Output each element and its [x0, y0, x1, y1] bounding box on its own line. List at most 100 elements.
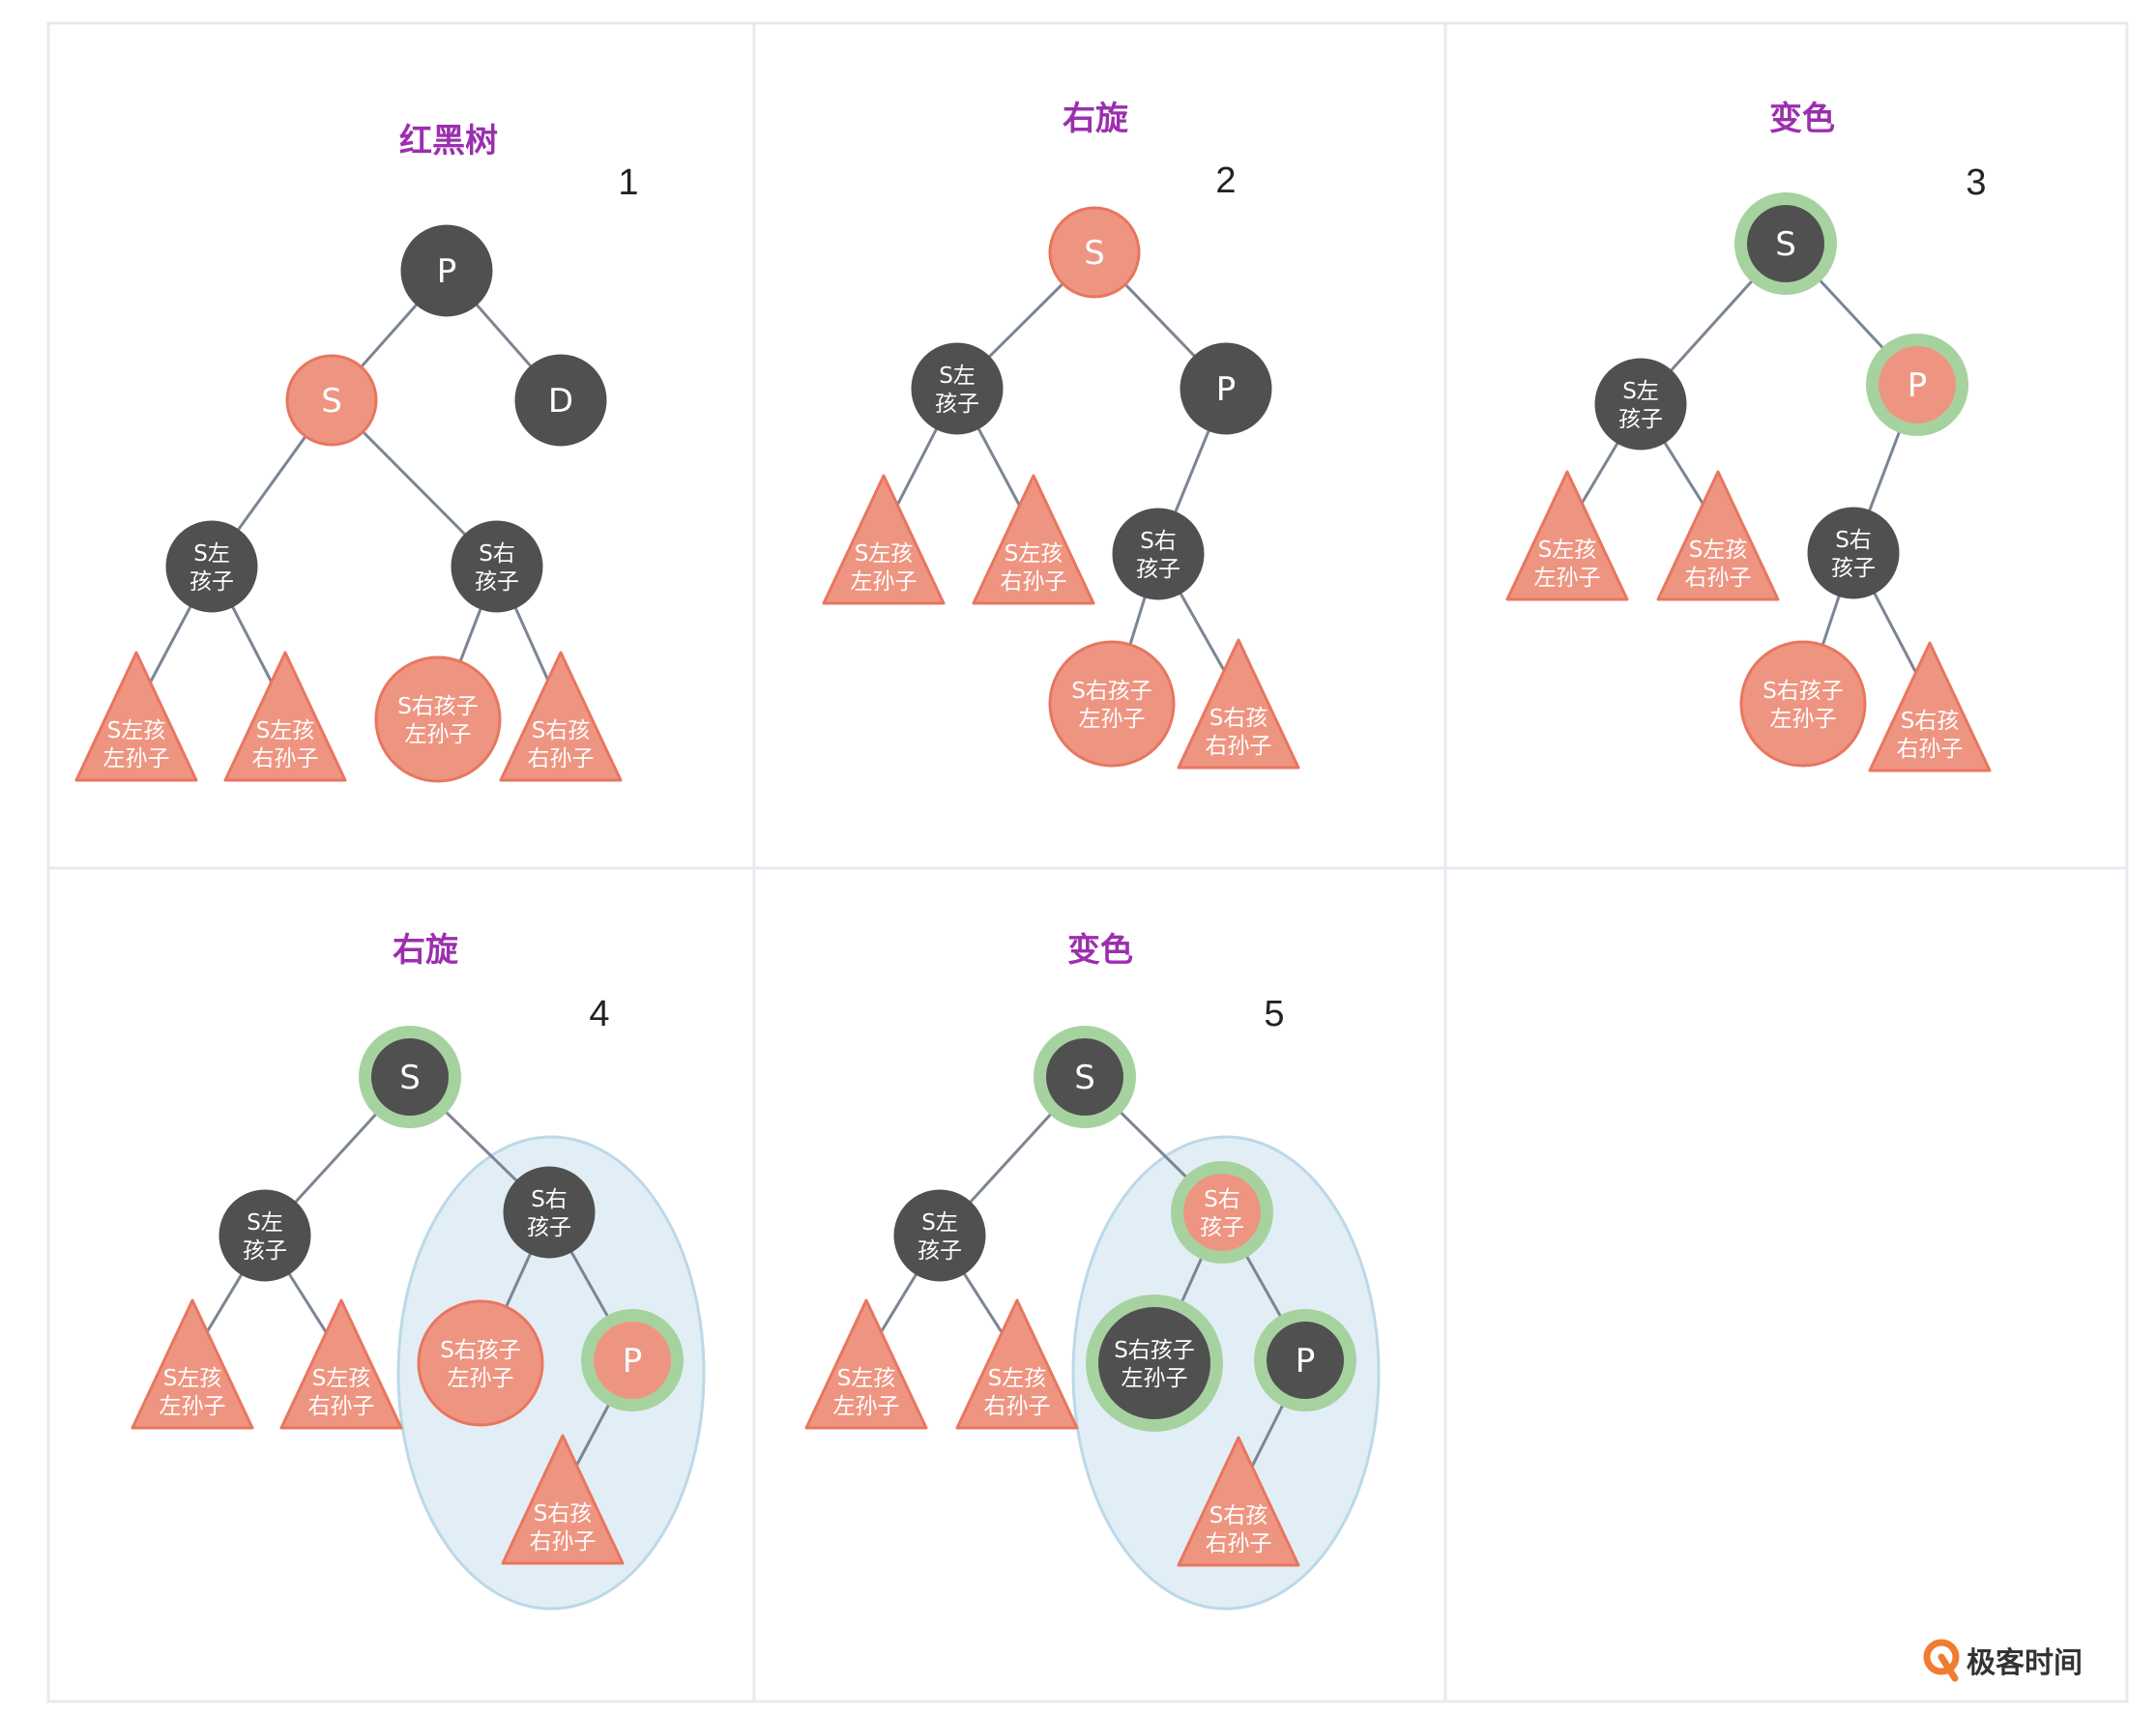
tree-node-P: P: [400, 224, 493, 317]
node-label: 左孙子: [1079, 707, 1146, 732]
tree-node-SR: S右孩子: [503, 1166, 596, 1259]
node-label: S左孩: [1538, 538, 1597, 563]
node-circle: [1807, 507, 1900, 599]
node-label: 左孙子: [1770, 707, 1837, 732]
edges: [134, 270, 563, 720]
node-label: S右孩: [1901, 709, 1960, 734]
triangle-subtree-shape: [1656, 470, 1780, 601]
triangle-subtree-shape: [1505, 470, 1629, 601]
node-label: 孩子: [475, 569, 519, 595]
tree-node-P: P: [1254, 1309, 1356, 1411]
node-circle: [371, 1038, 449, 1116]
logo: 极客时间: [1923, 1639, 2083, 1682]
node-label: S: [399, 1059, 421, 1097]
panel-grid: [46, 21, 2129, 1703]
triangle-subtree-shape: [131, 1298, 254, 1430]
node-label: 孩子: [918, 1238, 962, 1264]
node-label: 右孙子: [1206, 1531, 1272, 1556]
node-label: S左孩: [1689, 538, 1748, 563]
node-circle: [1048, 640, 1176, 768]
node-label: 孩子: [243, 1238, 287, 1264]
node-label: 右孙子: [530, 1529, 597, 1555]
panel-number: 5: [1264, 994, 1284, 1034]
triangle-subtree-shape: [501, 1434, 625, 1565]
node-label: P: [1908, 366, 1928, 405]
tree-node-S: S: [285, 354, 378, 447]
tree-node-S: S: [1034, 1026, 1136, 1128]
node-circle: [1594, 358, 1687, 451]
node-label: 孩子: [1200, 1215, 1244, 1240]
node-label: 左孙子: [405, 722, 472, 747]
logo-text: 极客时间: [1967, 1646, 2083, 1680]
triangle-subtree-shape: [1177, 638, 1300, 770]
node-label: 孩子: [1136, 557, 1180, 582]
tree-node-S: S: [1734, 192, 1837, 295]
node-circle: [911, 342, 1004, 435]
node-circle: [503, 1166, 596, 1259]
node-circle: [417, 1299, 544, 1427]
edges: [1565, 242, 1932, 705]
node-circle: [1180, 342, 1272, 435]
node-label: 孩子: [189, 569, 234, 595]
node-label: S: [1775, 225, 1796, 264]
panel-number: 2: [1215, 160, 1236, 201]
node-label: S右: [479, 541, 515, 567]
subtree-highlight-panel-5: [1071, 1135, 1381, 1611]
node-label: P: [623, 1342, 643, 1381]
node-circle: [1747, 205, 1824, 282]
node-label: S: [1084, 234, 1105, 273]
panel-number: 4: [589, 994, 609, 1034]
node-label: P: [437, 252, 457, 291]
node-label: S右孩子: [1114, 1338, 1195, 1363]
geektime-logo-icon: [1923, 1639, 1960, 1682]
tree-node-P: P: [1866, 334, 1968, 436]
node-label: 左孙子: [851, 569, 918, 595]
node-circle: [1739, 640, 1867, 768]
node-label: S左孩: [312, 1366, 371, 1391]
tree-node-SR: S右孩子: [1112, 508, 1205, 600]
triangle-subtree-shape: [804, 1298, 928, 1430]
node-label: S: [321, 382, 342, 421]
node-label: 左孙子: [833, 1394, 900, 1419]
node-label: S右孩: [532, 718, 591, 743]
node-label: S左: [193, 541, 230, 567]
node-circle: [1098, 1307, 1210, 1419]
tree-node-P: P: [581, 1309, 684, 1411]
node-circle: [400, 224, 493, 317]
node-label: S右: [1140, 529, 1177, 554]
node-label: S左孩: [256, 718, 315, 743]
node-label: S右孩子: [1071, 679, 1152, 704]
panel-title: 变色: [1067, 931, 1133, 970]
node-label: 右孙子: [308, 1394, 375, 1419]
node-label: S左孩: [107, 718, 166, 743]
node-label: S左孩: [855, 541, 914, 567]
triangle-subtree-shape: [499, 651, 623, 782]
node-label: S左孩: [988, 1366, 1047, 1391]
panel-title: 右旋: [1063, 100, 1128, 138]
node-label: 孩子: [1831, 556, 1876, 581]
node-circle: [285, 354, 378, 447]
panel-title: 变色: [1769, 100, 1835, 138]
node-circle: [893, 1189, 986, 1282]
tree-node-P: P: [1180, 342, 1272, 435]
